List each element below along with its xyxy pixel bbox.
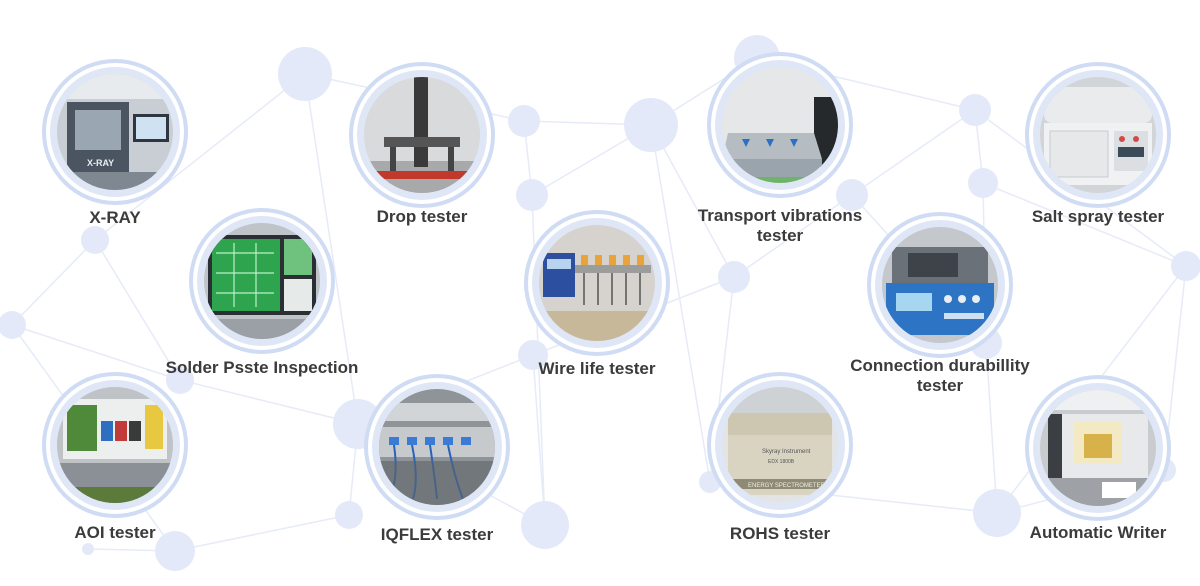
equipment-xray: X-RAY X-RAY — [0, 67, 235, 227]
equipment-photo-frame — [50, 380, 180, 510]
equipment-connection-durability-tester: Connection durabillity tester — [820, 220, 1060, 395]
equipment-label: Transport vibrations tester — [660, 206, 900, 246]
xray-machine-icon: X-RAY — [57, 74, 173, 190]
xray-machine-text: X-RAY — [87, 158, 114, 168]
equipment-photo-frame — [357, 70, 487, 200]
network-node — [518, 340, 548, 370]
rohs-model-text: EDX 1800B — [768, 459, 795, 465]
network-node — [699, 471, 721, 493]
equipment-salt-spray-tester: Salt spray tester — [978, 70, 1200, 230]
equipment-drop-tester: Drop tester — [302, 70, 542, 230]
network-link — [733, 194, 853, 278]
network-link — [94, 239, 181, 381]
iqflex-rack-icon — [379, 389, 495, 505]
equipment-label: Automatic Writer — [1029, 523, 1167, 542]
network-link — [174, 514, 350, 552]
equipment-transport-vibrations-tester: Transport vibrations tester — [660, 60, 900, 245]
network-link — [11, 239, 96, 326]
equipment-solder-paste-inspection: Solder Psste Inspection — [142, 216, 382, 377]
network-link — [650, 124, 735, 278]
equipment-label: ROHS tester — [729, 524, 831, 543]
drop-tester-icon — [364, 77, 480, 193]
equipment-label-line-1: Transport vibrations — [697, 206, 863, 225]
equipment-label: X-RAY — [89, 208, 141, 227]
equipment-label-line-2: tester — [756, 226, 804, 245]
equipment-aoi-tester: AOI tester — [0, 380, 235, 542]
equipment-photo-frame — [372, 382, 502, 512]
rohs-spectrometer-icon: Skyray Instrument EDX 1800B ENERGY SPECT… — [722, 387, 838, 503]
equipment-label: Salt spray tester — [1031, 207, 1165, 226]
network-node — [0, 311, 26, 339]
network-link — [11, 324, 181, 381]
network-link — [304, 73, 359, 425]
equipment-photo-frame — [1033, 70, 1163, 200]
wire-life-tester-icon — [539, 225, 655, 341]
network-link — [532, 354, 546, 526]
network-node — [155, 531, 195, 571]
vibration-table-icon — [722, 67, 838, 183]
network-node — [1171, 251, 1200, 281]
network-link — [94, 73, 306, 241]
equipment-label: IQFLEX tester — [380, 525, 494, 544]
rohs-type-text: ENERGY SPECTROMETER — [748, 483, 826, 489]
solder-inspection-screen-icon — [204, 223, 320, 339]
network-node — [624, 98, 678, 152]
network-node — [278, 47, 332, 101]
equipment-label: Drop tester — [376, 207, 468, 226]
equipment-photo-frame — [715, 60, 845, 190]
network-node — [516, 179, 548, 211]
network-link — [985, 342, 998, 514]
durability-tester-icon — [882, 227, 998, 343]
network-node — [968, 168, 998, 198]
network-node — [82, 543, 94, 555]
salt-spray-chamber-icon — [1040, 77, 1156, 193]
equipment-photo-frame — [197, 216, 327, 346]
equipment-label: Wire life tester — [538, 359, 656, 378]
network-node — [718, 261, 750, 293]
network-node — [335, 501, 363, 529]
equipment-photo-frame: Skyray Instrument EDX 1800B ENERGY SPECT… — [715, 380, 845, 510]
network-link — [851, 109, 976, 196]
automatic-writer-icon — [1040, 390, 1156, 506]
equipment-wire-life-tester: Wire life tester — [477, 218, 717, 378]
equipment-photo-frame — [532, 218, 662, 348]
equipment-label: Solder Psste Inspection — [165, 358, 359, 377]
network-link — [982, 182, 1187, 267]
equipment-label: Connection durabillity tester — [820, 356, 1060, 396]
equipment-iqflex-tester: IQFLEX tester — [317, 382, 557, 544]
network-node — [81, 226, 109, 254]
equipment-photo-frame — [1033, 383, 1163, 513]
rohs-brand-text: Skyray Instrument — [762, 449, 811, 455]
network-node — [521, 501, 569, 549]
equipment-label-line-2: tester — [916, 376, 964, 395]
equipment-label: AOI tester — [74, 523, 156, 542]
equipment-photo-frame: X-RAY — [50, 67, 180, 197]
network-link — [709, 276, 735, 483]
network-node — [959, 94, 991, 126]
network-nodes — [0, 35, 1200, 571]
equipment-rohs-tester: Skyray Instrument EDX 1800B ENERGY SPECT… — [660, 380, 900, 543]
aoi-machine-icon — [57, 387, 173, 503]
network-node — [836, 179, 868, 211]
network-node — [508, 105, 540, 137]
network-node — [973, 489, 1021, 537]
network-node — [166, 366, 194, 394]
equipment-automatic-writer: Automatic Writer — [978, 383, 1200, 543]
network-link — [650, 124, 711, 483]
equipment-label-line-1: Connection durabillity — [850, 356, 1030, 375]
network-node — [333, 399, 383, 449]
network-link — [179, 379, 359, 425]
equipment-photo-frame — [875, 220, 1005, 350]
network-link — [1163, 265, 1187, 471]
